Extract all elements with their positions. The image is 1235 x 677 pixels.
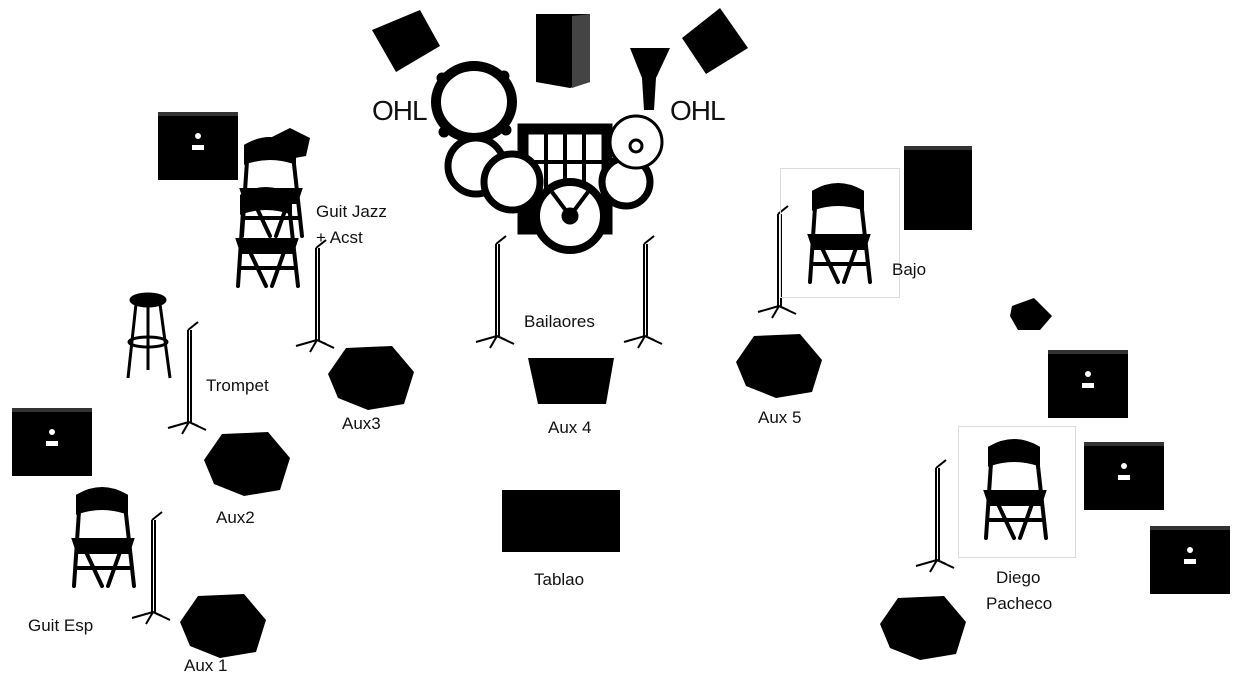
bar-stool-icon (126, 292, 172, 379)
chair-guit-esp-icon (72, 487, 136, 588)
guit-jazz-label-line1: Guit Jazz (316, 202, 387, 221)
mic-stand-bailaores-right-icon (623, 235, 663, 349)
bailaores-label: Bailaores (524, 312, 595, 331)
amp-guit-esp-icon (12, 408, 92, 476)
monitor-aux3-icon (328, 346, 414, 410)
tablao-label: Tablao (534, 570, 585, 589)
guit-jazz-label-line2: + Acst (316, 228, 363, 247)
pedal-diego-icon (1010, 298, 1052, 330)
drum-kit-icon (431, 61, 664, 254)
djembe-icon (630, 48, 670, 110)
diego-highlight-frame (958, 426, 1076, 558)
monitor-aux1-icon (180, 594, 266, 658)
tablao-icon (502, 490, 620, 552)
bajo-highlight-frame (780, 168, 900, 298)
mic-stand-diego-icon (915, 459, 955, 573)
aux5-label: Aux 5 (758, 408, 802, 427)
aux2-label: Aux2 (216, 508, 255, 527)
amp-diego-1-icon (1048, 350, 1128, 418)
mic-stand-trompet-icon (167, 321, 207, 435)
mic-stand-bailaores-left-icon (475, 235, 515, 349)
trompet-label: Trompet (206, 376, 269, 395)
diego-label-line1: Diego (996, 568, 1041, 587)
amp-diego-2-icon (1084, 442, 1164, 510)
diego-label-line2: Pacheco (986, 594, 1053, 613)
aux3-label: Aux3 (342, 414, 381, 433)
amp-guit-jazz-icon (158, 112, 238, 180)
mic-stand-guit-jazz-icon (295, 239, 335, 353)
monitor-aux5-icon (736, 334, 822, 398)
amp-bajo-icon (904, 146, 972, 230)
aux4-label: Aux 4 (548, 418, 592, 437)
monitor-top-right-icon (682, 8, 748, 74)
ohl-left-label: OHL (372, 95, 428, 126)
amp-diego-3-icon (1150, 526, 1230, 594)
monitor-aux2-icon (204, 432, 290, 496)
aux1-label: Aux 1 (184, 656, 228, 675)
mic-stand-guit-esp-icon (131, 511, 171, 625)
cajon-icon (536, 14, 590, 88)
chair-guit-jazz-2-icon (236, 187, 300, 288)
bajo-label: Bajo (892, 260, 927, 279)
monitor-top-left-icon (372, 10, 440, 72)
monitor-diego-icon (880, 596, 966, 660)
ohl-right-label: OHL (670, 95, 726, 126)
guit-esp-label: Guit Esp (28, 616, 94, 635)
monitor-aux4-icon (528, 358, 614, 404)
